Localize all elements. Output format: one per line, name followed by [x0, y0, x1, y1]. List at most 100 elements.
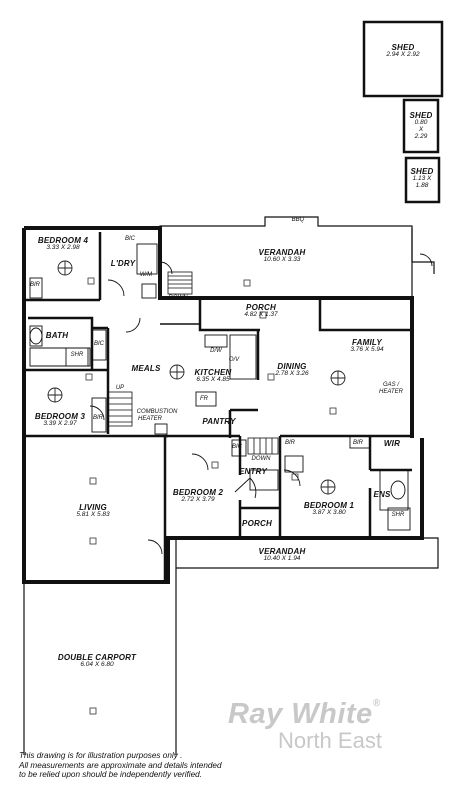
room-name: KITCHEN [194, 368, 232, 377]
shed-small-outline [402, 98, 440, 154]
oven-label: O/V [228, 357, 240, 363]
room-dims: X [418, 126, 424, 134]
room-name: BEDROOM 1 [303, 501, 355, 510]
porch-bottom-label: PORCH [242, 519, 272, 528]
room-name: MEALS [131, 364, 161, 373]
verandah-top-label: VERANDAH 10.60 X 3.33 [258, 248, 306, 264]
carport-outline [23, 582, 177, 755]
agency-logo: Ray White® North East [228, 698, 382, 754]
pantry-label: PANTRY [202, 417, 235, 426]
room-name: PORCH [242, 519, 272, 528]
shower-label: SHR [391, 512, 405, 518]
shed-tiny-label: SHED 1.13 X 1.88 [410, 167, 434, 190]
room-dims: 5.81 X 5.83 [76, 511, 110, 519]
verandah-top-outline [159, 216, 435, 274]
shed-small-label: SHED 0.80 X 2.29 [409, 111, 433, 141]
room-dims: 6.35 X 4.85 [196, 376, 230, 384]
combustion-heater-label: COMBUSTION [136, 409, 178, 415]
disclaimer: This drawing is for illustration purpose… [19, 751, 222, 780]
fan-icon [320, 479, 336, 495]
ensuite-label: ENS [373, 490, 391, 499]
laundry-label: L'DRY [110, 259, 136, 268]
room-name: PORCH [246, 303, 276, 312]
room-name: ENTRY [239, 467, 267, 476]
verandah-bottom-outline [175, 537, 439, 582]
room-name: LIVING [79, 503, 107, 512]
room-name: BEDROOM 4 [37, 236, 89, 245]
stairs-down-label: DOWN [168, 295, 188, 301]
washing-machine-label: W/M [139, 272, 153, 278]
fridge-label: FR [200, 396, 208, 402]
room-name: FAMILY [352, 338, 382, 347]
porch-top-label: PORCH 4.82 X 1.37 [244, 303, 278, 319]
shed-outline [362, 20, 444, 98]
room-dims: 2.72 X 3.79 [181, 496, 215, 504]
bedroom2-label: BEDROOM 2 2.72 X 3.79 [172, 488, 224, 504]
bir-label: BIR [284, 440, 296, 446]
bic-label: BIC [231, 444, 243, 450]
room-name: SHED [409, 111, 433, 120]
room-name: L'DRY [110, 259, 136, 268]
room-dims: 2.94 X 2.92 [386, 51, 420, 59]
room-dims: 3.76 X 5.94 [350, 346, 384, 354]
room-dims: 10.40 X 1.94 [263, 555, 301, 563]
house-exterior-wall [22, 226, 424, 584]
room-name: DINING [277, 362, 307, 371]
room-dims: 2.29 [414, 133, 428, 141]
living-label: LIVING 5.81 X 5.83 [76, 503, 110, 519]
wir-label: WIR [383, 439, 401, 448]
room-name: BATH [45, 331, 69, 340]
room-dims: 6.04 X 6.80 [80, 661, 114, 669]
stairs-up-label: UP [115, 385, 125, 391]
bir-label: BIR [92, 415, 104, 421]
room-name: WIR [383, 439, 401, 448]
room-name: SHED [391, 43, 415, 52]
room-name: ENS [373, 490, 391, 499]
disclaimer-line: This drawing is for illustration purpose… [19, 751, 183, 760]
room-name: VERANDAH [258, 248, 306, 257]
room-dims: 2.78 X 3.26 [275, 370, 309, 378]
family-label: FAMILY 3.76 X 5.94 [350, 338, 384, 354]
room-dims: 4.82 X 1.37 [244, 311, 278, 319]
room-dims: 1.88 [415, 182, 429, 190]
fan-icon [57, 260, 73, 276]
bath-label: BATH [45, 331, 69, 340]
room-dims: 0.80 [414, 119, 428, 127]
stairs-down-label: DOWN [251, 456, 271, 462]
bir-label: BIR [352, 440, 364, 446]
bbq-label: BBQ [291, 217, 305, 223]
logo-text: Ray White® [228, 698, 381, 730]
carport-label: DOUBLE CARPORT 6.04 X 6.80 [57, 653, 137, 669]
bedroom4-label: BEDROOM 4 3.33 X 2.98 [37, 236, 89, 252]
logo-subtext: North East [278, 728, 382, 753]
bir-label: BIR [29, 282, 41, 288]
room-dims: 10.60 X 3.33 [263, 256, 301, 264]
room-name: BEDROOM 2 [172, 488, 224, 497]
shed-tiny-outline [404, 156, 441, 204]
room-name: SHED [410, 167, 434, 176]
combustion-heater-label: HEATER [138, 416, 162, 422]
entry-label: ENTRY [239, 467, 267, 476]
fan-icon [169, 364, 185, 380]
disclaimer-line: to be relied upon should be independentl… [19, 770, 202, 780]
bedroom1-label: BEDROOM 1 3.87 X 3.80 [303, 501, 355, 517]
room-dims: 3.33 X 2.98 [46, 244, 80, 252]
room-name: BEDROOM 3 [34, 412, 86, 421]
room-dims: 1.13 X [412, 175, 432, 183]
bedroom3-label: BEDROOM 3 3.39 X 2.97 [34, 412, 86, 428]
shower-label: SHR [70, 352, 84, 358]
dining-label: DINING 2.78 X 3.26 [275, 362, 309, 378]
room-dims: 3.87 X 3.80 [312, 509, 346, 517]
fan-icon [47, 387, 63, 403]
gas-heater-label: GAS / [382, 382, 400, 388]
room-name: DOUBLE CARPORT [57, 653, 137, 662]
verandah-bottom-label: VERANDAH 10.40 X 1.94 [258, 547, 306, 563]
room-name: VERANDAH [258, 547, 306, 556]
kitchen-label: KITCHEN 6.35 X 4.85 [194, 368, 232, 384]
room-dims: 3.39 X 2.97 [43, 420, 77, 428]
gas-heater-label: HEATER [379, 389, 403, 395]
shed-label: SHED 2.94 X 2.92 [386, 43, 420, 59]
fan-icon [330, 370, 346, 386]
bic-label: BIC [124, 236, 136, 242]
